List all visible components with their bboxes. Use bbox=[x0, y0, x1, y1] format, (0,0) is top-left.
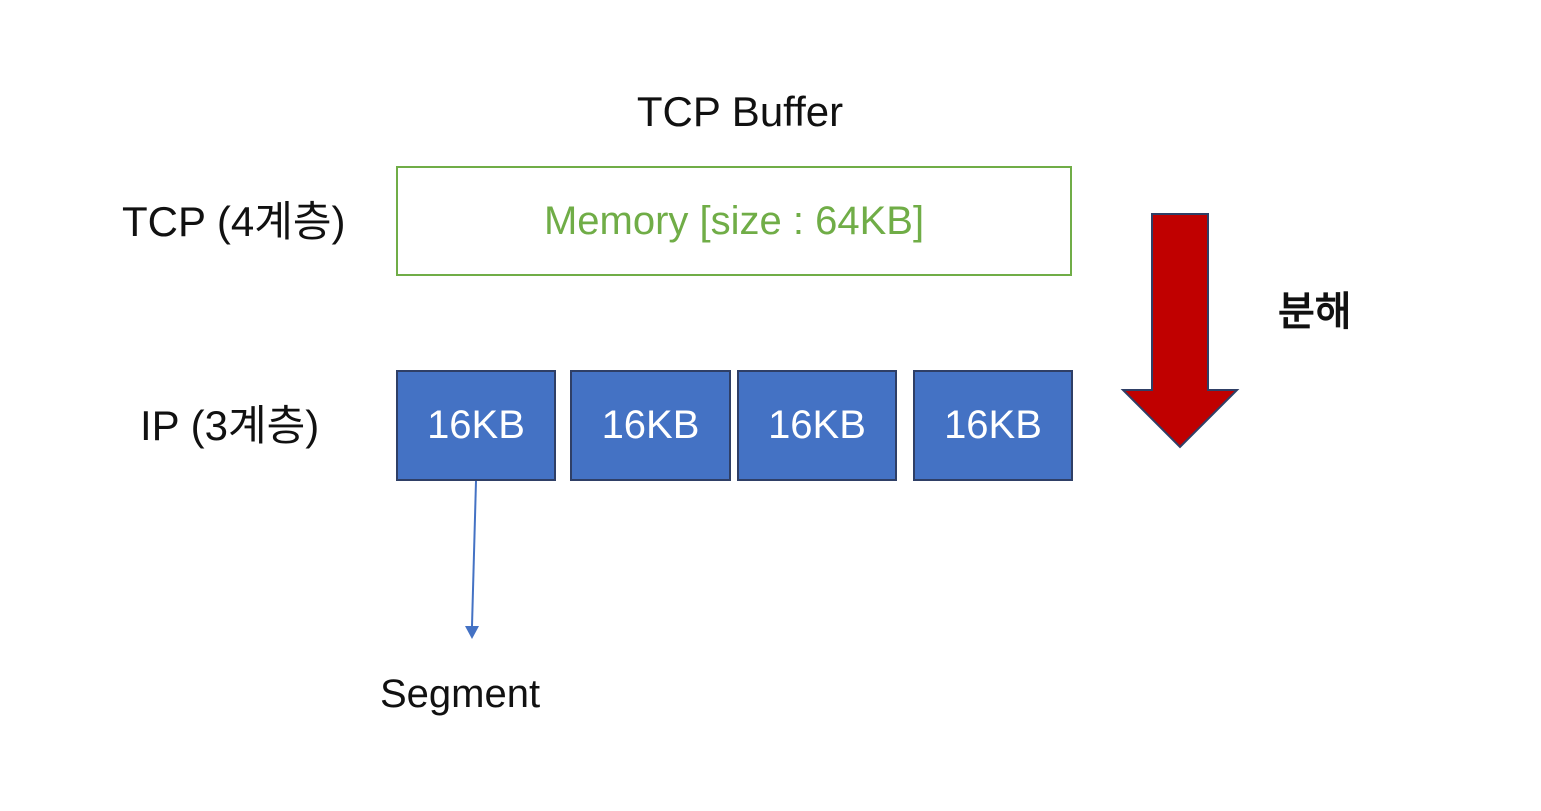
segment-size: 16KB bbox=[427, 403, 525, 447]
segment-box: 16KB bbox=[570, 370, 731, 481]
decompose-down-arrow-icon bbox=[1120, 213, 1240, 449]
ip-layer-label: IP (3계층) bbox=[140, 402, 320, 449]
tcp-memory-text: Memory [size : 64KB] bbox=[543, 198, 925, 243]
tcp-memory-box: Memory [size : 64KB] bbox=[396, 166, 1072, 276]
segment-box: 16KB bbox=[396, 370, 556, 481]
decompose-label: 분해 bbox=[1278, 290, 1352, 334]
segment-pointer-line bbox=[471, 480, 477, 627]
segment-size: 16KB bbox=[944, 403, 1042, 447]
segment-box: 16KB bbox=[737, 370, 897, 481]
segment-label: Segment bbox=[380, 672, 541, 716]
tcp-layer-label: TCP (4계층) bbox=[122, 198, 346, 245]
segment-size: 16KB bbox=[601, 403, 700, 447]
diagram-title: TCP Buffer bbox=[636, 88, 844, 135]
segment-box: 16KB bbox=[913, 370, 1073, 481]
segment-size: 16KB bbox=[768, 403, 866, 447]
segment-pointer-arrowhead bbox=[465, 626, 479, 639]
